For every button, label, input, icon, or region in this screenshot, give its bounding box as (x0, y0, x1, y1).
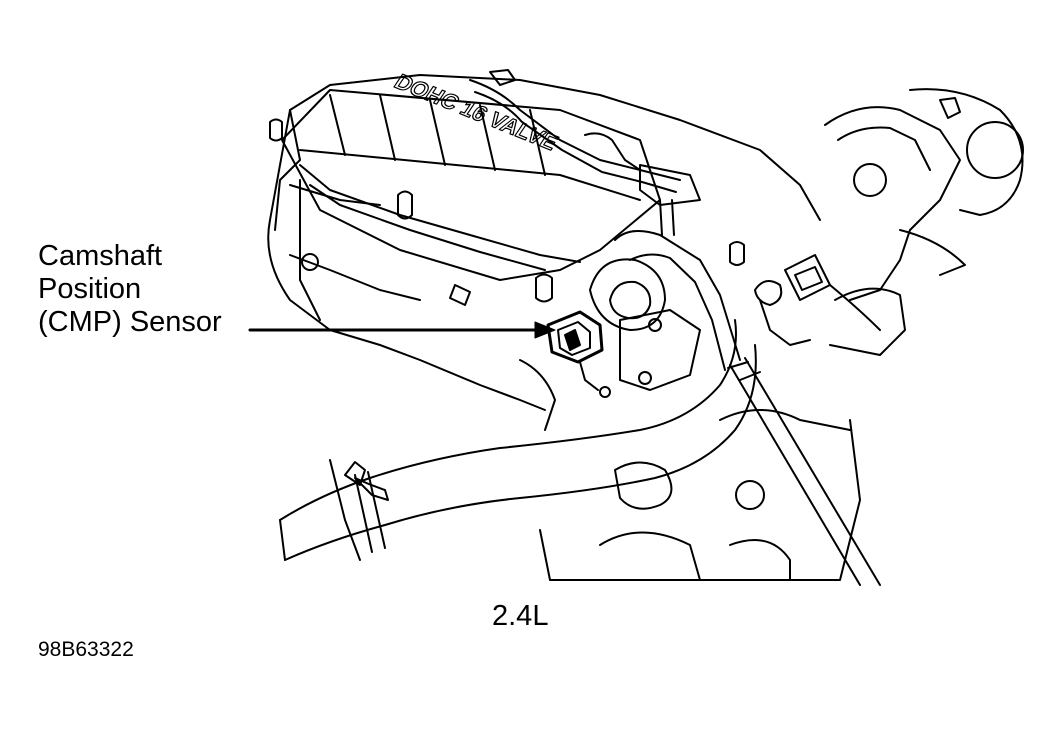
engine-size-label: 2.4L (492, 600, 549, 632)
callout-line-1: Camshaft (38, 240, 163, 272)
intake-duct (299, 179, 556, 431)
callout-leader-arrow (248, 321, 556, 339)
upper-hose (614, 230, 881, 586)
right-connector (754, 254, 881, 346)
valve-cover (281, 89, 661, 281)
callout-line-2: Position (38, 273, 142, 305)
cmp-sensor-connector (546, 310, 604, 391)
callout-line-3: (CMP) Sensor (38, 306, 222, 338)
cmp-sensor-housing (589, 258, 701, 398)
wiring-harness (469, 69, 701, 236)
cover-bolts (269, 118, 745, 306)
lower-hose (279, 319, 757, 561)
hose-clamp (344, 461, 389, 553)
cmp-sensor-callout-label: Camshaft Position (CMP) Sensor (38, 240, 222, 339)
bracket-assembly (824, 88, 1024, 356)
figure-id-label: 98B63322 (38, 638, 134, 661)
